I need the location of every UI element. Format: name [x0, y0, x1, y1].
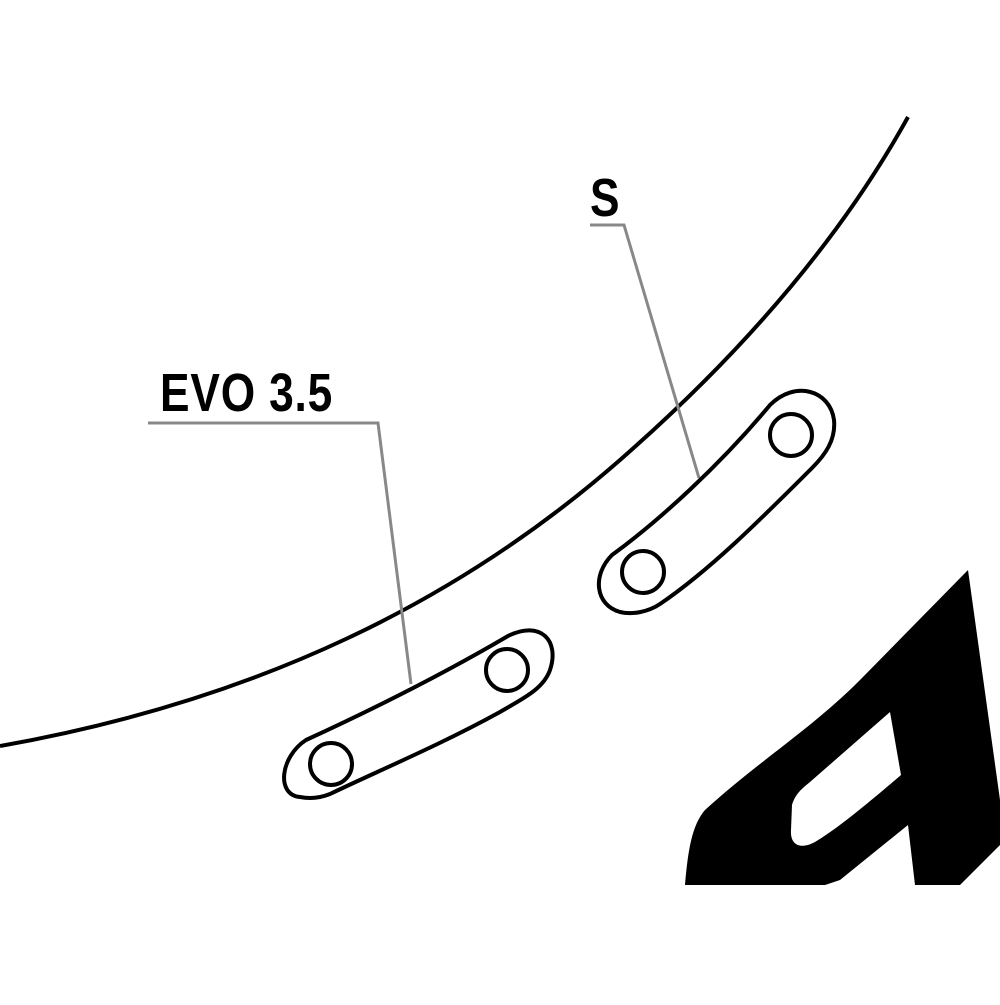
label-s: S [590, 168, 621, 228]
leader-line-evo [148, 421, 413, 685]
s-cleat-plate [596, 388, 837, 616]
leader-line-s [590, 223, 701, 479]
label-evo-3-5: EVO 3.5 [160, 363, 334, 423]
s-hole-right [768, 412, 814, 458]
logo-a-counter [790, 712, 901, 846]
logo-a-shape [685, 570, 1000, 885]
evo-hole-right [484, 647, 530, 693]
sole-outline-arc [0, 116, 910, 748]
evo-hole-left [308, 741, 354, 787]
brand-logo-partial [685, 570, 1000, 885]
evo-cleat-plate [282, 628, 555, 800]
s-hole-left [620, 549, 666, 595]
